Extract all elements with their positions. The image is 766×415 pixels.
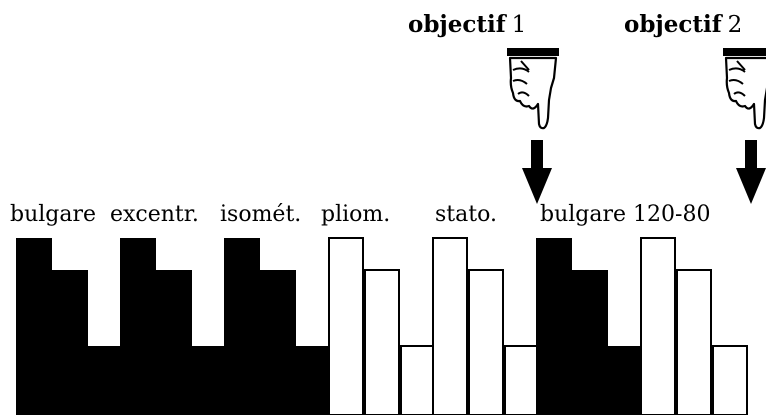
phase-bar-low [712,345,748,415]
objective-number: 2 [727,12,743,38]
down-arrow-icon [522,140,552,204]
phase-bar-high [120,238,156,415]
phase-bar-medium [364,269,400,415]
phase-bar-medium [260,270,296,415]
phase-bar-low [296,346,332,415]
phase-label-excentr: excentr. [110,202,199,227]
phase-bar-low [504,345,540,415]
phase-bar-medium [572,270,608,415]
objective-word: objectif [624,11,722,38]
phase-bar-high [536,238,572,415]
pointing-hand-icon [723,48,766,130]
phase-label-stato: stato. [435,202,497,227]
down-arrow-icon [736,140,766,204]
objective-number: 1 [511,12,527,38]
phase-bar-low [192,346,228,415]
phase-bar-high [224,238,260,415]
phase-bar-high [640,237,676,415]
phase-bar-high [16,238,52,415]
phase-label-isomet: isomét. [220,202,302,227]
phase-bar-high [328,237,364,415]
phase-bars [16,237,748,415]
phase-bar-low [608,346,644,415]
phase-label-pliom: pliom. [321,202,391,227]
phase-bar-high [432,237,468,415]
objective-word: objectif [408,11,506,38]
phase-label-bulgare: bulgare [10,202,97,227]
phase-label-bulgare-120-80: bulgare 120-80 [540,202,711,227]
phase-bar-low [400,345,436,415]
phase-bar-low [88,346,124,415]
phase-bar-medium [468,269,504,415]
phase-bar-medium [52,270,88,415]
pointing-hand-icon [507,48,559,130]
phase-bar-medium [676,269,712,415]
phase-bar-medium [156,270,192,415]
